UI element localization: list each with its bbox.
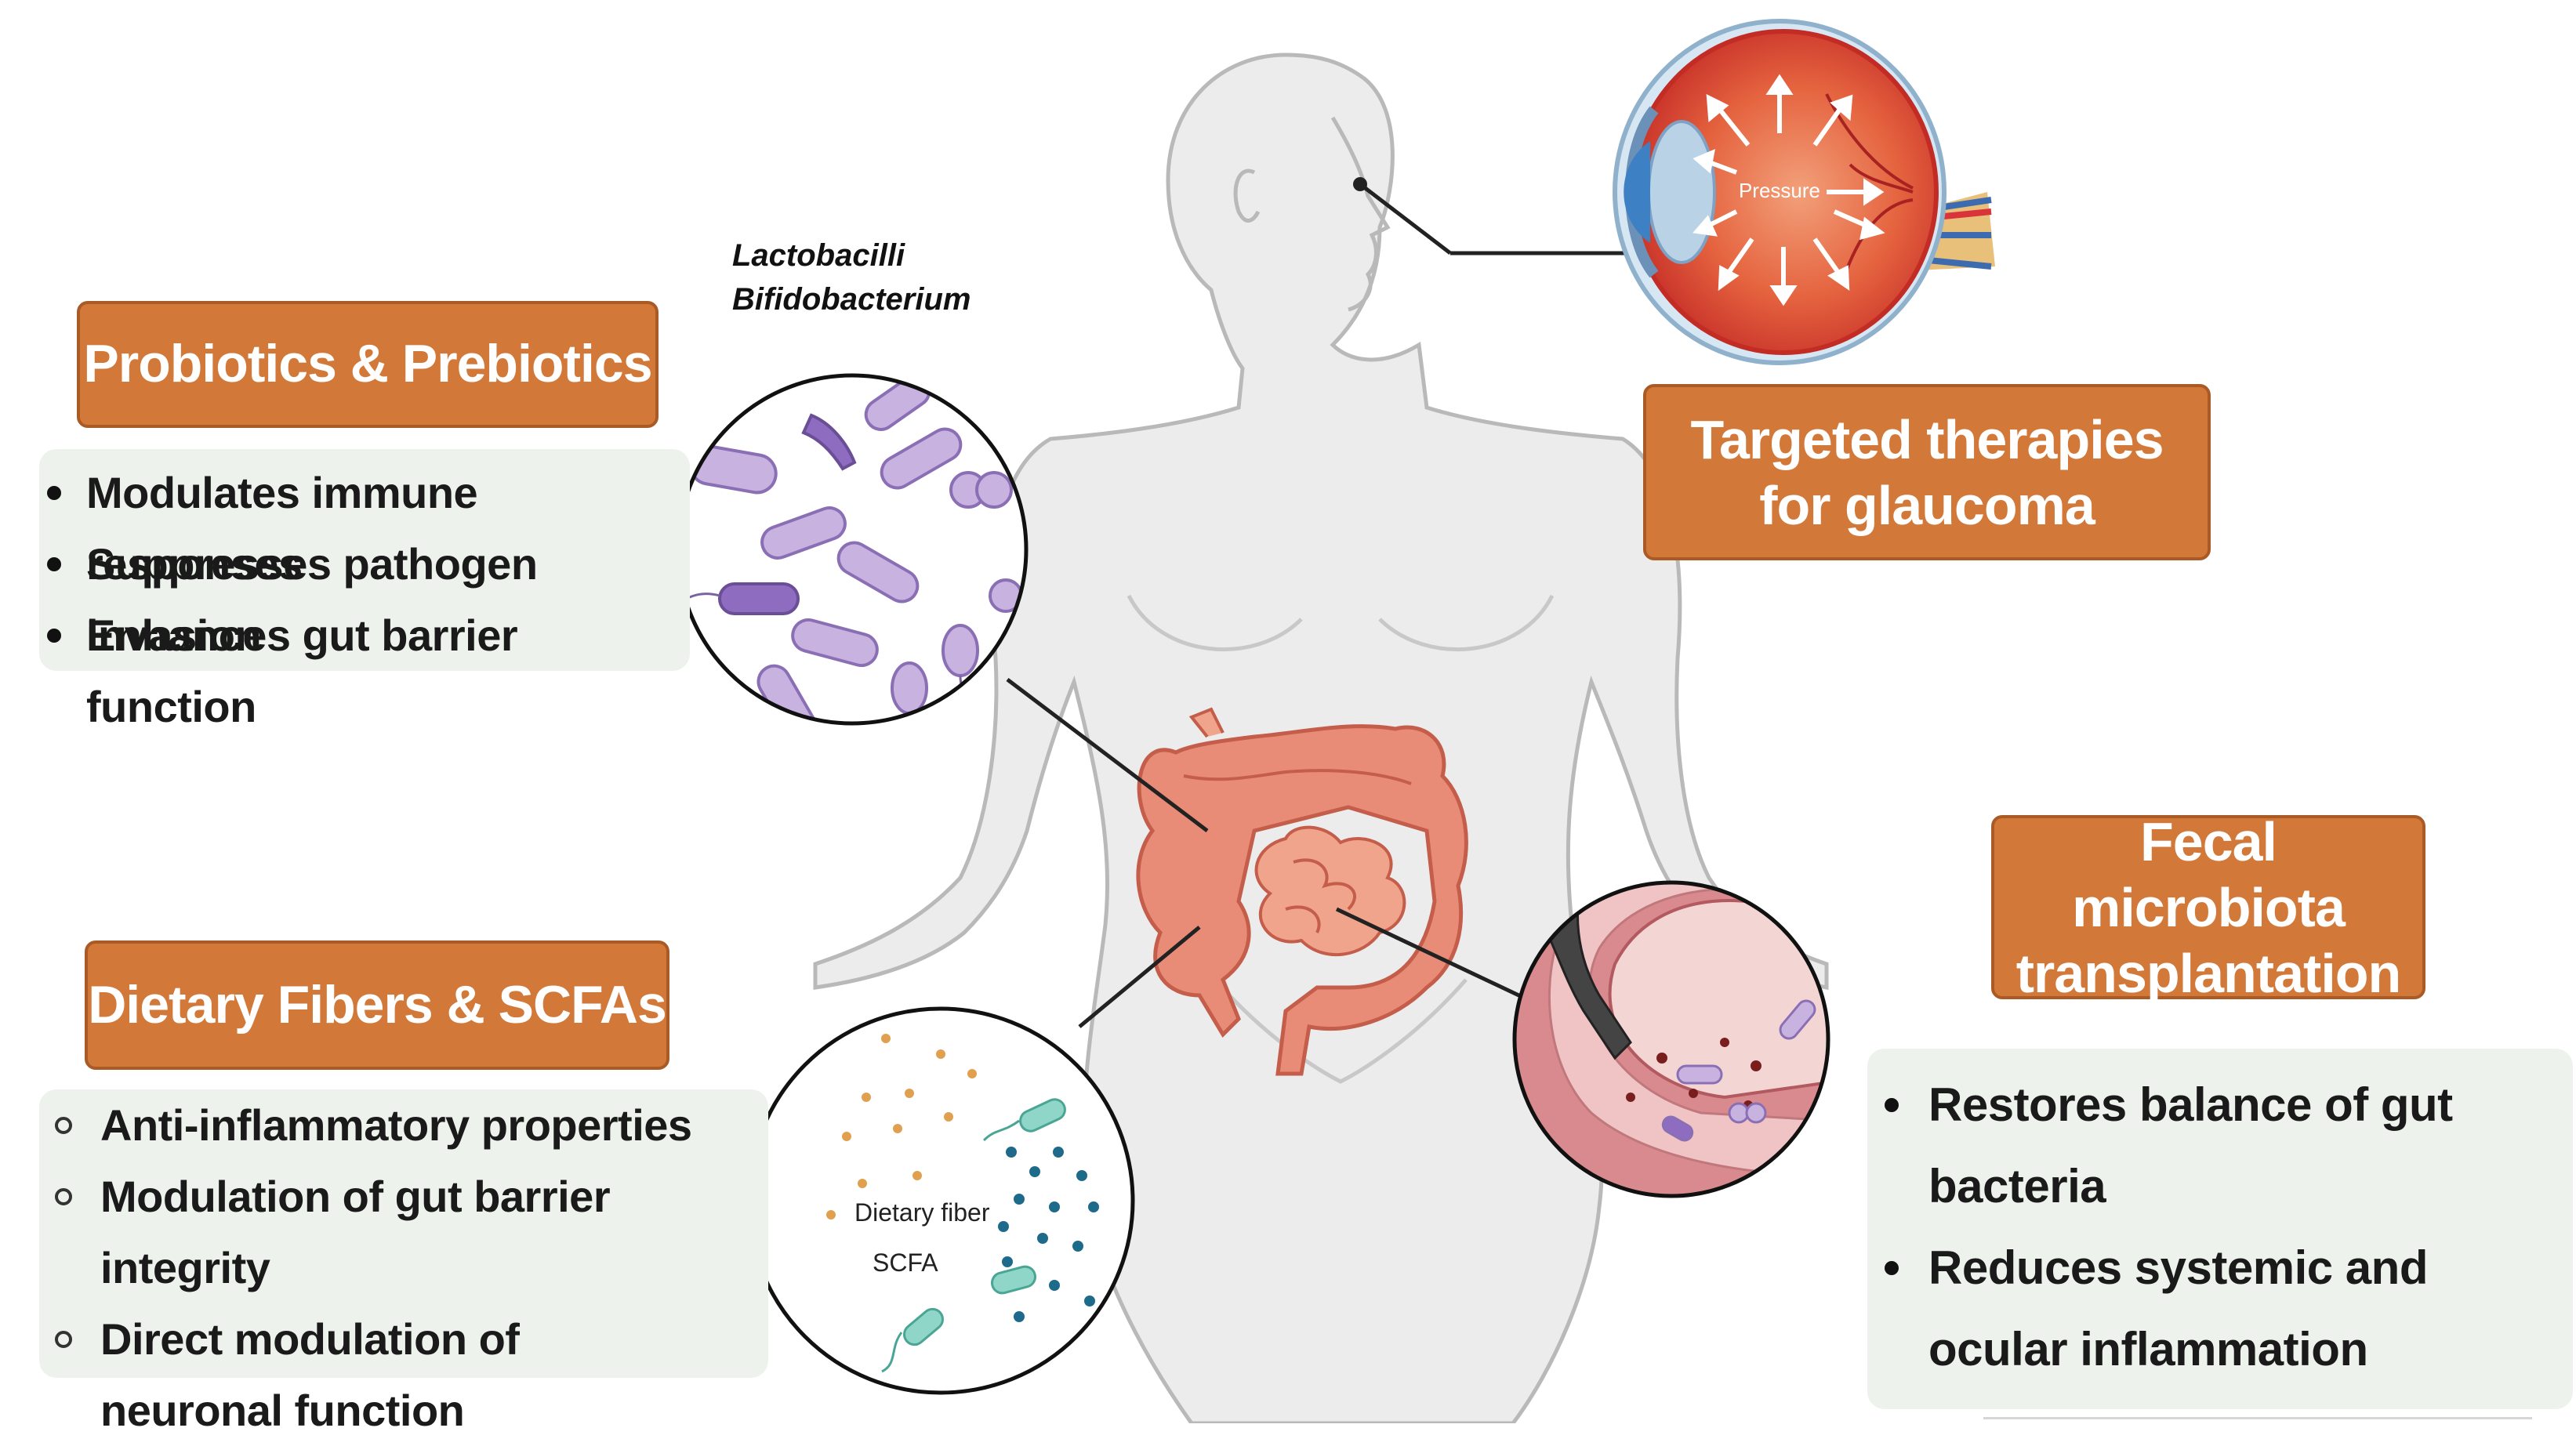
dietary-benefit: Anti-inflammatory properties bbox=[39, 1089, 768, 1161]
scfa-label: SCFA bbox=[873, 1248, 938, 1277]
glaucoma-title: Targeted therapies for glaucoma bbox=[1690, 408, 2164, 536]
probiotics-title: Probiotics & Prebiotics bbox=[83, 334, 652, 394]
eye-pressure-label: Pressure bbox=[1739, 179, 1820, 202]
fmt-title-box: Fecal microbiota transplantation bbox=[1991, 811, 2425, 1004]
dietary-fiber-circle: Dietary fiber SCFA bbox=[746, 1006, 1135, 1395]
probiotics-benefit: Suppresses pathogen invasion bbox=[39, 528, 690, 660]
bacteria-circle bbox=[676, 373, 1029, 726]
connector-lines bbox=[1006, 183, 1646, 1028]
probiotics-benefit: Enhances gut barrier function bbox=[39, 600, 690, 731]
probiotics-title-box: Probiotics & Prebiotics bbox=[77, 301, 659, 428]
fmt-colon-circle bbox=[1512, 880, 1830, 1198]
dietary-title: Dietary Fibers & SCFAs bbox=[88, 974, 667, 1035]
dietary-fiber-label: Dietary fiber bbox=[854, 1198, 990, 1227]
bottom-rule bbox=[1983, 1417, 2532, 1419]
dietary-benefit: Modulation of gut barrier integrity bbox=[39, 1161, 768, 1303]
probiotics-benefit: Modulates immune responses bbox=[39, 457, 690, 589]
glaucoma-title-box: Targeted therapies for glaucoma bbox=[1643, 384, 2211, 560]
dietary-title-box: Dietary Fibers & SCFAs bbox=[85, 940, 669, 1070]
species-lactobacilli: Lactobacilli bbox=[732, 238, 905, 273]
species-bifidobacterium: Bifidobacterium bbox=[732, 282, 971, 317]
probiotics-benefits-panel: Modulates immune responses Suppresses pa… bbox=[39, 449, 690, 731]
dietary-benefits-panel: Anti-inflammatory properties Modulation … bbox=[39, 1089, 768, 1435]
dietary-benefit: Direct modulation of neuronal function bbox=[39, 1303, 665, 1446]
fmt-title: Fecal microbiota transplantation bbox=[2015, 810, 2402, 1004]
probiotic-species-labels: Lactobacilli Bifidobacterium bbox=[732, 234, 971, 321]
fmt-benefit: Reduces systemic and ocular inflammation bbox=[1867, 1227, 2556, 1390]
eye-illustration: Pressure bbox=[1613, 19, 1995, 365]
fmt-benefit: Restores balance of gut bacteria bbox=[1867, 1064, 2493, 1227]
intestines-illustration bbox=[1136, 707, 1468, 1076]
fmt-benefits-panel: Restores balance of gut bacteria Reduces… bbox=[1867, 1049, 2573, 1409]
